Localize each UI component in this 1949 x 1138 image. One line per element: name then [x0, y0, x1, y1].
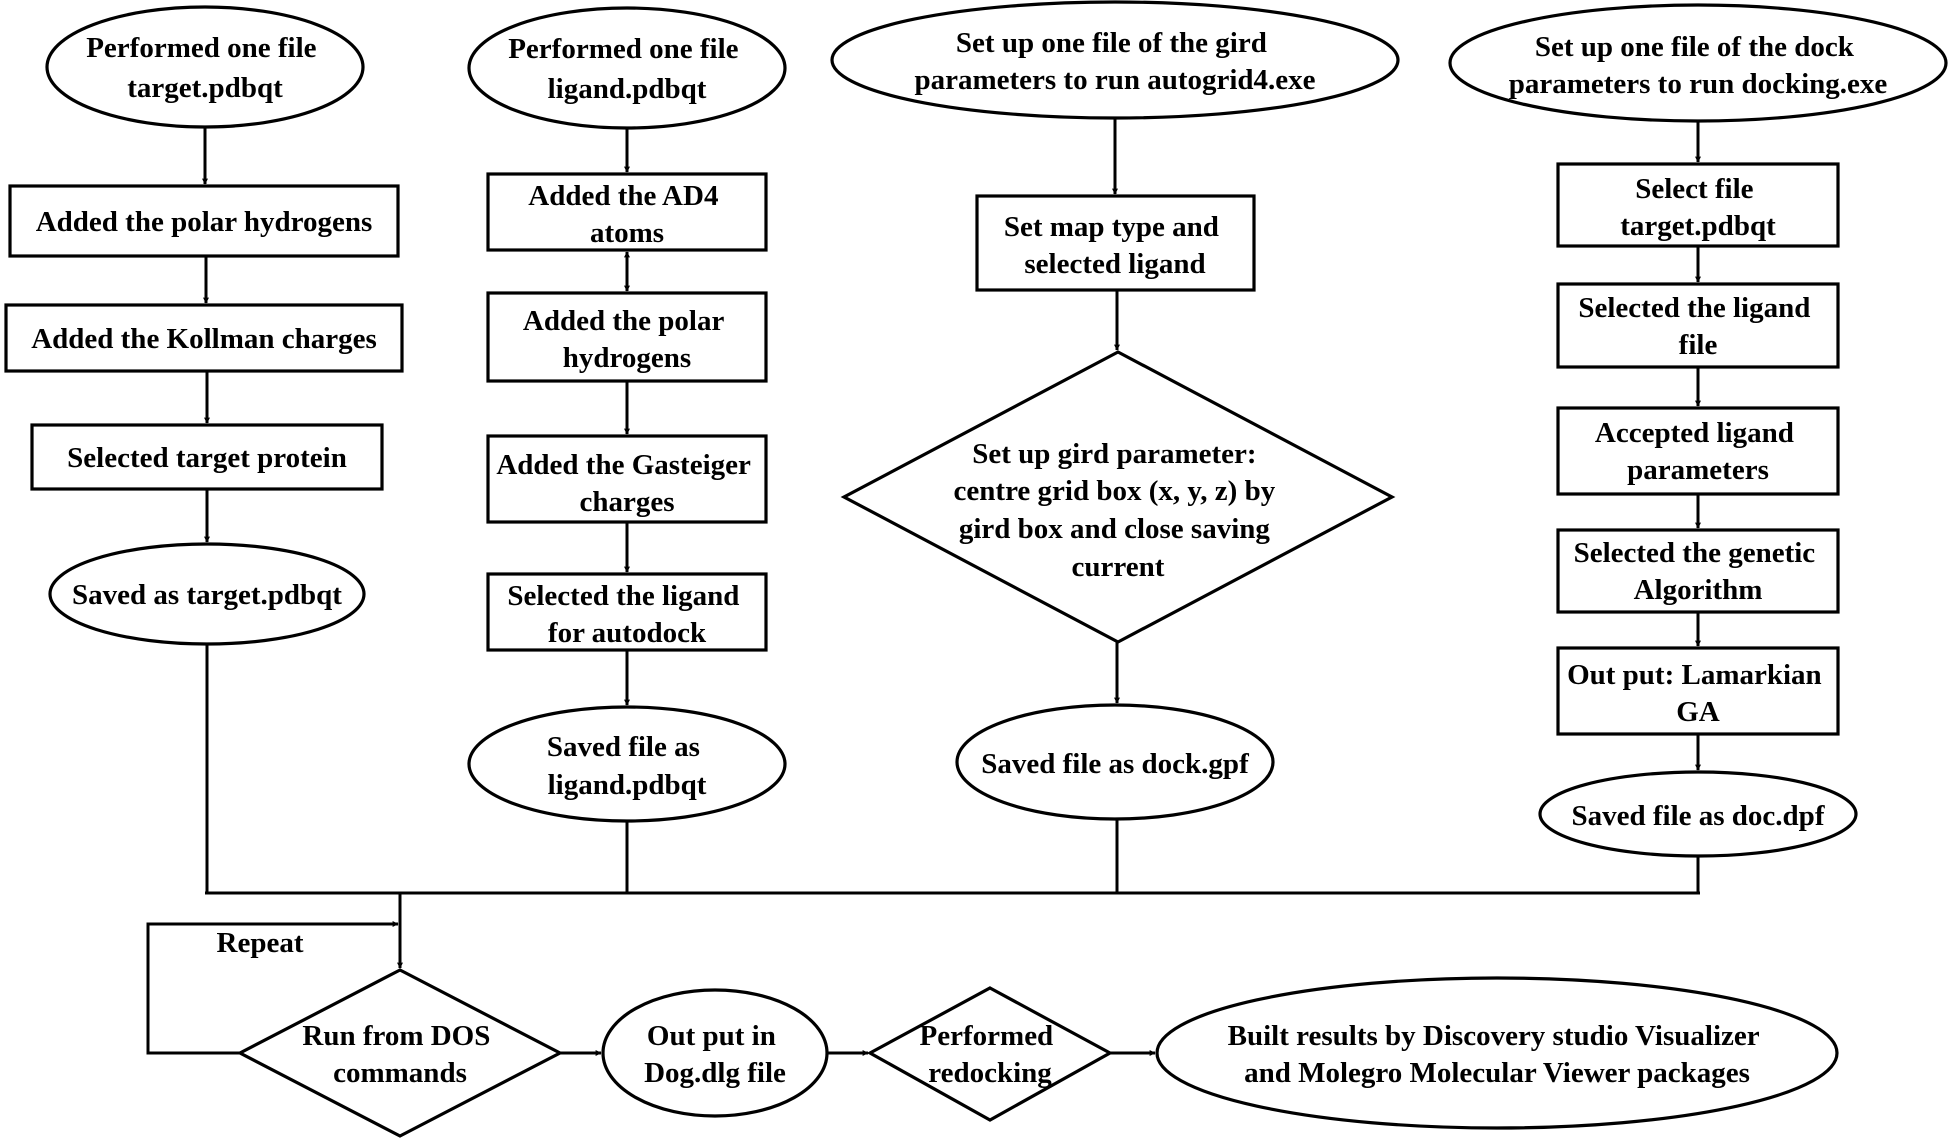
ligand-start-label: Performed one file ligand.pdbqt — [508, 33, 746, 105]
target-polar-hydrogens-label: Added the polar hydrogens — [36, 206, 373, 238]
run-dos-label: Run from DOS commands — [302, 1020, 497, 1089]
ligand-gasteiger-charges-label: Added the Gasteiger charges — [496, 449, 757, 518]
ligand-polar-hydrogens-box: Added the polar hydrogens — [486, 291, 768, 383]
grid-saved-label: Saved file as dock.gpf — [981, 748, 1249, 780]
dock-selected-ligand-label: Selected the ligand file — [1578, 292, 1817, 361]
grid-parameter-decision-label: Set up gird parameter: centre grid box (… — [954, 438, 1283, 583]
dock-saved-node: Saved file as doc.dpf — [1538, 770, 1858, 858]
ligand-polar-hydrogens-label: Added the polar hydrogens — [523, 305, 731, 374]
target-selected-protein-box: Selected target protein — [30, 423, 384, 491]
target-start-label: Performed one file target.pdbqt — [86, 32, 324, 104]
target-selected-protein-label: Selected target protein — [67, 442, 347, 474]
grid-start-label: Set up one file of the gird parameters t… — [914, 27, 1315, 96]
repeat-label: Repeat — [217, 927, 304, 959]
dock-genetic-algorithm-box: Selected the genetic Algorithm — [1556, 528, 1840, 614]
target-saved-node: Saved as target.pdbqt — [48, 542, 366, 646]
ligand-saved-node: Saved file as ligand.pdbqt — [467, 705, 787, 823]
connectors — [146, 118, 1701, 1056]
dock-lamarkian-label: Out put: Lamarkian GA — [1567, 659, 1829, 728]
target-polar-hydrogens-box: Added the polar hydrogens — [8, 184, 400, 258]
dock-selected-ligand-box: Selected the ligand file — [1556, 282, 1840, 369]
ligand-selected-autodock-box: Selected the ligand for autodock — [486, 572, 768, 652]
dock-accepted-ligand-label: Accepted ligand parameters — [1595, 417, 1801, 486]
redocking-label: Performed redocking — [920, 1020, 1061, 1089]
target-start-node: Performed one file target.pdbqt — [45, 5, 365, 129]
dock-lamarkian-box: Out put: Lamarkian GA — [1556, 646, 1840, 736]
target-saved-label: Saved as target.pdbqt — [72, 579, 342, 611]
output-dlg-label: Out put in Dog.dlg file — [644, 1020, 786, 1089]
ligand-ad4-atoms-label: Added the AD4 atoms — [528, 180, 725, 249]
dock-accepted-ligand-box: Accepted ligand parameters — [1556, 406, 1840, 496]
grid-start-node: Set up one file of the gird parameters t… — [830, 0, 1400, 120]
dock-start-label: Set up one file of the dock parameters t… — [1509, 31, 1888, 100]
redocking-decision: Performed redocking — [866, 986, 1114, 1122]
output-dlg-node: Out put in Dog.dlg file — [601, 988, 829, 1118]
results-node: Built results by Discovery studio Visual… — [1155, 976, 1839, 1130]
grid-map-type-box: Set map type and selected ligand — [975, 194, 1256, 292]
ligand-start-node: Performed one file ligand.pdbqt — [467, 6, 787, 130]
run-dos-decision: Run from DOS commands — [236, 968, 564, 1138]
grid-map-type-label: Set map type and selected ligand — [1004, 211, 1226, 280]
dock-genetic-algorithm-label: Selected the genetic Algorithm — [1574, 537, 1823, 606]
dock-select-file-label: Select file target.pdbqt — [1620, 173, 1776, 242]
dock-select-file-box: Select file target.pdbqt — [1556, 162, 1840, 248]
grid-parameter-decision: Set up gird parameter: centre grid box (… — [840, 350, 1396, 644]
ligand-ad4-atoms-box: Added the AD4 atoms — [486, 172, 768, 252]
grid-saved-node: Saved file as dock.gpf — [955, 703, 1275, 821]
dock-saved-label: Saved file as doc.dpf — [1572, 800, 1825, 832]
results-label: Built results by Discovery studio Visual… — [1228, 1020, 1767, 1089]
target-kollman-charges-box: Added the Kollman charges — [4, 303, 404, 373]
dock-start-node: Set up one file of the dock parameters t… — [1448, 3, 1948, 123]
target-kollman-charges-label: Added the Kollman charges — [31, 323, 377, 355]
ligand-selected-autodock-label: Selected the ligand for autodock — [507, 580, 746, 649]
ligand-saved-label: Saved file as ligand.pdbqt — [547, 731, 707, 801]
ligand-gasteiger-charges-box: Added the Gasteiger charges — [486, 434, 768, 524]
